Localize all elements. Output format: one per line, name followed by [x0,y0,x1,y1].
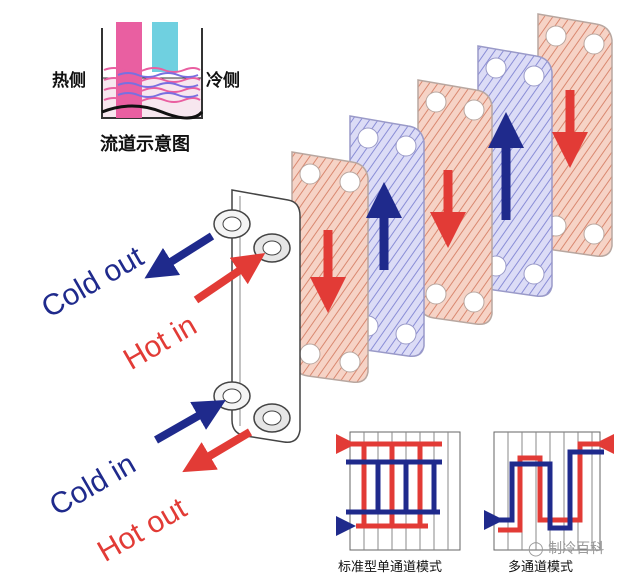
watermark: ◯ 制冷百科 [528,538,604,558]
arrow-hot-in [193,253,266,304]
chat-bubble-icon: ◯ [528,541,544,557]
arrow-cold-out [144,232,215,279]
flow-channel-caption: 流道示意图 [100,134,190,155]
arrow-cold-in [154,400,226,444]
watermark-text: 制冷百科 [548,541,605,557]
connector-cold-out [213,209,251,239]
plate-hot-4 [417,79,493,326]
plate-flow-arrows [310,90,588,313]
exploded-plates [291,13,613,384]
hot-side-label: 热侧 [52,71,86,91]
single-pass-schematic [336,431,461,551]
flow-channel-inset [101,22,204,120]
connector-hot-in [253,233,291,263]
multi-pass-caption: 多通道模式 [508,560,574,575]
connector-hot-out [253,403,291,433]
multi-pass-schematic [484,431,614,551]
arrow-hot-out [182,428,253,473]
single-pass-caption: 标准型单通道模式 [338,560,443,575]
io-flow-arrows [144,232,266,473]
cold-side-label: 冷侧 [206,71,240,91]
connector-cold-in [213,381,251,411]
